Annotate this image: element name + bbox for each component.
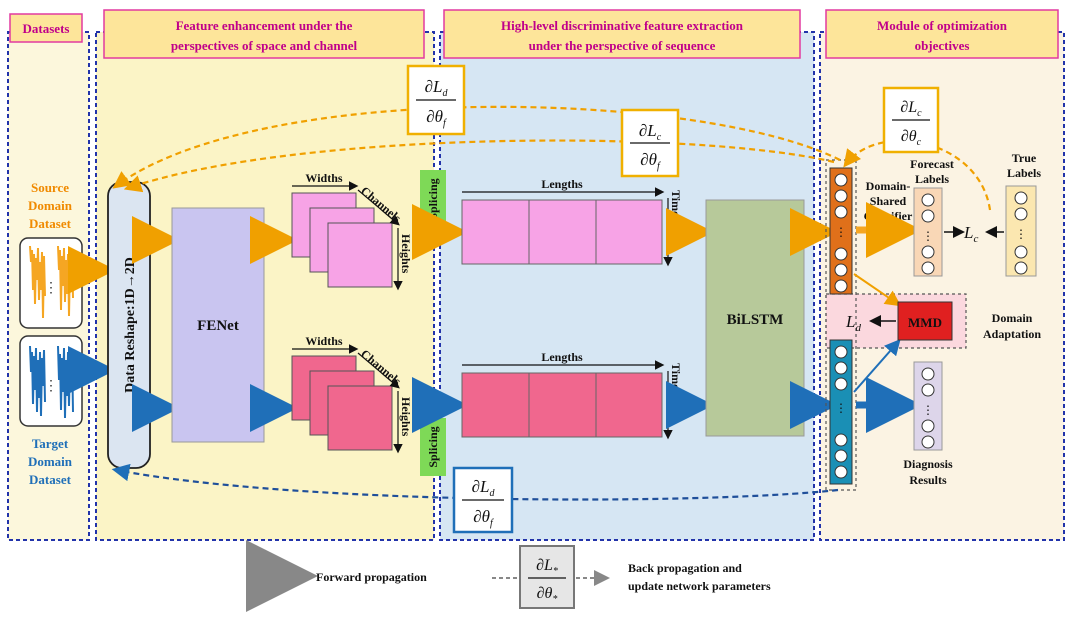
true-labels-column: ⋮ <box>1005 185 1037 277</box>
svg-text:∂θc: ∂θc <box>901 128 922 148</box>
source-time-steps-label: Time steps <box>669 190 683 245</box>
target-sequence-block <box>461 372 663 438</box>
source-dots: ⋮ <box>44 281 58 296</box>
bilstm-label: BiLSTM <box>727 312 784 328</box>
target-to-mmd-arrow <box>853 338 901 393</box>
mmd-block <box>897 301 953 341</box>
title-feature-enhancement-1: Feature enhancement under the <box>176 18 353 33</box>
gradient-lc-theta-c-box: ∂Lc ∂θc <box>882 86 940 154</box>
title-optimization-1: Module of optimization <box>877 18 1008 33</box>
backprop-lc-source-path <box>123 139 835 193</box>
source-feature-maps <box>291 192 393 288</box>
diagnosis-results-column: ⋮ <box>913 361 943 451</box>
target-splicing-label: Splicing <box>426 426 440 467</box>
gradient-ld-theta-f-target-box: ∂Ld ∂θf <box>452 466 514 534</box>
legend-forward-label: Forward propagation <box>316 570 427 584</box>
diagnosis-results-label-2: Results <box>909 473 947 487</box>
target-time-steps-label: Time steps <box>669 363 683 418</box>
classifier-source-column: ⋮ <box>829 167 853 295</box>
data-reshape-label: Data Reshape:1D→2D <box>123 257 138 393</box>
classifier-dashed-frame <box>825 159 857 491</box>
target-dataset-label-1: Target <box>32 436 69 451</box>
gradient-lc-theta-f-box: ∂Lc ∂θf <box>620 108 680 178</box>
title-optimization-2: objectives <box>915 38 970 53</box>
target-dataset-label-2: Domain <box>28 454 73 469</box>
diagnosis-results-label-1: Diagnosis <box>903 457 953 471</box>
legend-back-label-1: Back propagation and <box>628 561 742 575</box>
classifier-label-1: Domain- <box>866 179 911 193</box>
true-labels-label-1: True <box>1012 151 1037 165</box>
svg-text:⋮: ⋮ <box>835 225 847 239</box>
svg-text:∂Ld: ∂Ld <box>425 77 449 99</box>
backprop-ld-source-path <box>112 105 841 189</box>
svg-text:∂θf: ∂θf <box>426 107 447 129</box>
svg-text:⋮: ⋮ <box>922 229 934 243</box>
legend-gradient-top: ∂L* <box>536 557 558 577</box>
source-lengths-label: Lengths <box>541 177 583 191</box>
svg-text:∂Lc: ∂Lc <box>639 121 662 143</box>
ld-loss-label: Ld <box>845 312 861 334</box>
forecast-labels-label-2: Labels <box>915 172 949 186</box>
target-dataset-label-3: Dataset <box>29 472 72 487</box>
domain-adaptation-label-1: Domain <box>992 311 1033 325</box>
title-box-high-level <box>443 9 801 59</box>
target-dots: ⋮ <box>44 379 58 394</box>
title-box-datasets <box>9 13 83 43</box>
target-feature-maps <box>291 355 393 451</box>
svg-text:∂Ld: ∂Ld <box>472 477 496 499</box>
forecast-labels-column: ⋮ <box>913 187 943 277</box>
title-high-level-2: under the perspective of sequence <box>529 38 716 53</box>
source-dataset-label-2: Domain <box>28 198 73 213</box>
source-signal-box: ⋮ <box>19 237 83 329</box>
svg-text:∂θf: ∂θf <box>473 507 494 529</box>
title-box-optimization <box>825 9 1059 59</box>
legend: Forward propagation ∂L* ∂θ* Back propaga… <box>246 540 771 612</box>
title-high-level-1: High-level discriminative feature extrac… <box>501 18 744 33</box>
svg-text:∂Lc: ∂Lc <box>900 99 922 119</box>
source-splicing-label: Splicing <box>426 178 440 219</box>
legend-gradient-box <box>519 545 575 609</box>
source-heights-label: Heights <box>399 234 413 274</box>
classifier-label-2: Shared <box>870 194 907 208</box>
source-to-mmd-arrow <box>853 273 902 307</box>
title-datasets: Datasets <box>23 21 70 36</box>
legend-gradient-bottom: ∂θ* <box>537 585 558 605</box>
bilstm-block <box>705 199 805 437</box>
fenet-block <box>171 207 265 443</box>
svg-text:⋮: ⋮ <box>835 401 847 415</box>
svg-text:⋮: ⋮ <box>922 403 934 417</box>
target-widths-label: Widths <box>305 334 342 348</box>
svg-text:∂θf: ∂θf <box>640 150 661 172</box>
domain-adaptation-label-2: Adaptation <box>983 327 1041 341</box>
fenet-label: FENet <box>197 318 239 334</box>
source-widths-label: Widths <box>305 171 342 185</box>
target-lengths-label: Lengths <box>541 350 583 364</box>
legend-back-label-2: update network parameters <box>628 579 771 593</box>
classifier-label-3: Classifier <box>864 209 913 223</box>
target-heights-label: Heights <box>399 397 413 437</box>
lc-loss-label: Lc <box>963 223 978 245</box>
section-optimization-bg <box>819 31 1065 541</box>
gradient-ld-theta-f-box: ∂Ld ∂θf <box>406 64 466 136</box>
svg-text:⋮: ⋮ <box>1015 227 1027 241</box>
backprop-lc-classifier-path <box>843 139 992 211</box>
mmd-label: MMD <box>908 315 942 330</box>
true-labels-label-2: Labels <box>1007 166 1041 180</box>
title-box-feature-enhancement <box>103 9 425 59</box>
title-feature-enhancement-2: perspectives of space and channel <box>171 38 358 53</box>
target-signal-box: ⋮ <box>19 335 83 427</box>
forecast-labels-label-1: Forecast <box>910 157 954 171</box>
source-dataset-label-3: Dataset <box>29 216 72 231</box>
classifier-target-column: ⋮ <box>829 339 853 485</box>
source-dataset-label-1: Source <box>31 180 69 195</box>
source-sequence-block <box>461 199 663 265</box>
